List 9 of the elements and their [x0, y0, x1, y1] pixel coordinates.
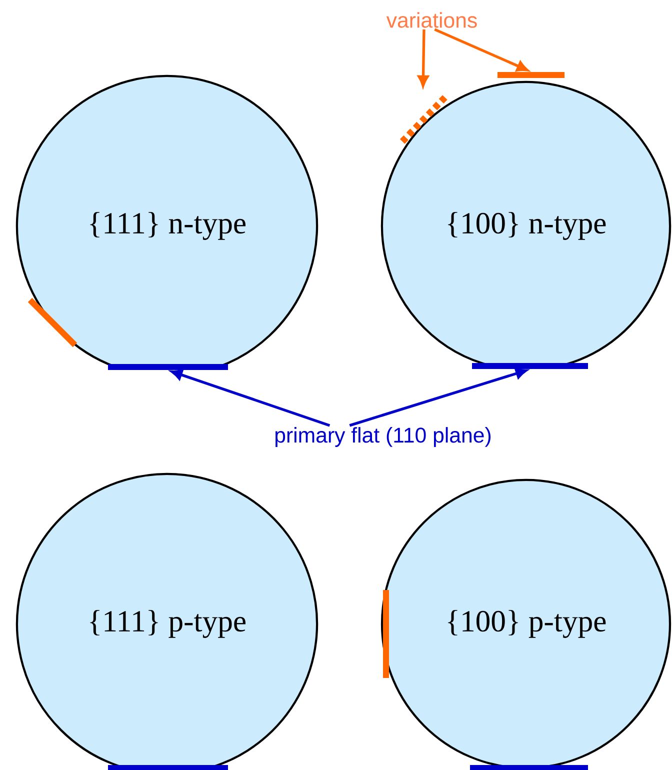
wafer: {100} n-type	[380, 80, 672, 368]
wafer: {111} p-type	[16, 472, 318, 770]
arrow	[418, 29, 429, 87]
label-text: variations	[386, 12, 477, 28]
dotted-flat	[400, 94, 448, 144]
label-text: primary flat (110 plane)	[276, 427, 490, 447]
arrow	[434, 28, 528, 72]
wafer: {111} n-type	[16, 75, 318, 368]
wafer: {100} p-type	[380, 478, 672, 770]
